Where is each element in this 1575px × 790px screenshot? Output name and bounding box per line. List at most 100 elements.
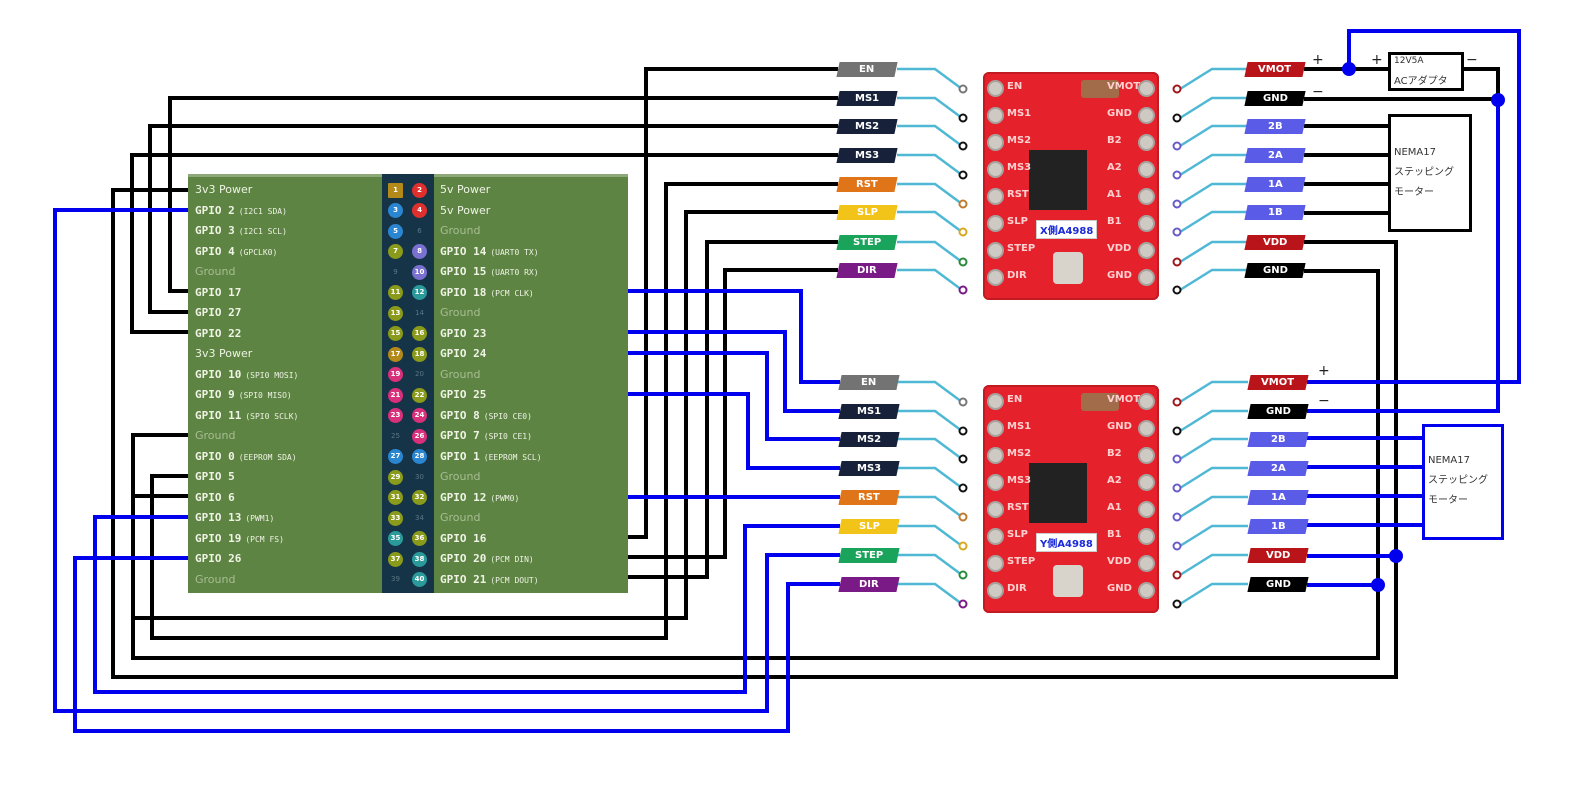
pin-ring bbox=[1172, 257, 1182, 267]
driver-x-pin-dir-tag: DIR bbox=[836, 263, 898, 278]
header-pin-32-label: GPIO 12(PWM0) bbox=[440, 488, 519, 508]
junction-dot bbox=[1491, 93, 1505, 107]
header-pin-12: 12 bbox=[412, 285, 427, 300]
wire-adapter-minus bbox=[1458, 67, 1500, 100]
pin-tag-text: 2A bbox=[1267, 150, 1283, 161]
current-potentiometer bbox=[1053, 252, 1083, 284]
pin-ring bbox=[958, 483, 968, 493]
pin-name: GPIO 16 bbox=[440, 531, 487, 545]
pin-function: (SPI0 SCLK) bbox=[245, 411, 299, 421]
motor-x-model: NEMA17 bbox=[1394, 147, 1436, 158]
wire-x-dir bbox=[553, 268, 838, 559]
breakout-line bbox=[897, 553, 963, 577]
x-vmot-plus-sign: + bbox=[1312, 52, 1324, 68]
header-pin-1-label: 3v3 Power bbox=[195, 180, 252, 200]
header-pin-18-label: GPIO 24 bbox=[440, 344, 486, 364]
driver-x-pin-ms2-tag: MS2 bbox=[836, 119, 898, 134]
pin-name: GPIO 20 bbox=[440, 552, 487, 565]
silkscreen-label: RST bbox=[1007, 189, 1029, 200]
wire-x-rst bbox=[150, 182, 838, 640]
pin-function: (SPI0 CE0) bbox=[483, 411, 532, 421]
pin-tag-text: 2B bbox=[1267, 121, 1283, 132]
header-pin-31-label: GPIO 6 bbox=[195, 488, 235, 508]
pin-tag-text: RST bbox=[858, 492, 880, 503]
wire-y-step bbox=[53, 208, 840, 713]
pin-name: GPIO 23 bbox=[440, 326, 487, 340]
driver-chip bbox=[1029, 463, 1087, 523]
pin-tag-text: EN bbox=[859, 64, 875, 75]
pin-name: GPIO 11 bbox=[195, 408, 242, 422]
driver-x-pin-2a-tag: 2A bbox=[1244, 148, 1306, 163]
header-pin-27: 27 bbox=[388, 449, 403, 464]
breakout-line bbox=[1179, 466, 1248, 490]
header-pin-4: 4 bbox=[412, 203, 427, 218]
breakout-line bbox=[897, 182, 963, 206]
board-pad-left bbox=[987, 582, 1004, 599]
breakout-line bbox=[1179, 182, 1248, 206]
pin-function: (PCM CLK) bbox=[490, 288, 534, 298]
pin-name: GPIO 27 bbox=[195, 306, 242, 319]
header-pin-26-label: GPIO 7(SPI0 CE1) bbox=[440, 426, 532, 446]
driver-x-pin-1a-tag: 1A bbox=[1244, 177, 1306, 192]
board-pad-right bbox=[1138, 269, 1155, 286]
driver-x-pin-vdd-tag: VDD bbox=[1244, 235, 1306, 250]
breakout-line bbox=[1179, 210, 1248, 234]
breakout-line bbox=[1179, 153, 1248, 177]
driver-y-pin-1b-tag: 1B bbox=[1247, 519, 1309, 534]
driver-y-pin-slp-tag: SLP bbox=[838, 519, 900, 534]
driver-x-pin-en-tag: EN bbox=[836, 62, 898, 77]
breakout-line bbox=[897, 409, 963, 433]
breakout-line bbox=[897, 524, 963, 548]
driver-y-pin-gnd-tag: GND bbox=[1247, 577, 1309, 592]
pin-ring bbox=[958, 227, 968, 237]
pin-tag-text: MS1 bbox=[856, 406, 882, 417]
pin-ring bbox=[958, 512, 968, 522]
silkscreen-label: MS3 bbox=[1007, 475, 1032, 486]
wire-x-slp bbox=[131, 210, 838, 620]
silkscreen-label: SLP bbox=[1007, 529, 1028, 540]
header-pin-20-label: Ground bbox=[440, 365, 480, 385]
breakout-line bbox=[897, 582, 963, 606]
pin-ring bbox=[1172, 141, 1182, 151]
pin-tag-text: 1A bbox=[1267, 179, 1283, 190]
x-gnd-minus-sign: − bbox=[1312, 84, 1324, 100]
header-pin-17-label: 3v3 Power bbox=[195, 344, 252, 364]
silkscreen-label: MS2 bbox=[1007, 135, 1032, 146]
header-pin-30: 30 bbox=[415, 472, 424, 481]
pin-name: GPIO 13 bbox=[195, 511, 242, 524]
pin-tag-text: 2A bbox=[1270, 463, 1286, 474]
header-pin-25-label: Ground bbox=[195, 426, 235, 446]
pin-ring bbox=[958, 285, 968, 295]
driver-y-pin-vdd-tag: VDD bbox=[1247, 548, 1309, 563]
pin-name: 3v3 Power bbox=[195, 183, 253, 196]
header-pin-17: 17 bbox=[388, 346, 403, 362]
wire-y-gnd-power bbox=[1307, 100, 1500, 413]
pin-tag-text: RST bbox=[856, 179, 878, 190]
pin-ring bbox=[958, 199, 968, 209]
breakout-line bbox=[897, 437, 963, 461]
header-pin-18: 18 bbox=[412, 346, 427, 362]
pin-ring bbox=[1172, 570, 1182, 580]
silkscreen-label: GND bbox=[1107, 583, 1132, 594]
pin-ring bbox=[1172, 199, 1182, 209]
header-pin-12-label: GPIO 18(PCM CLK) bbox=[440, 283, 534, 303]
wire-y-vmot bbox=[1307, 29, 1521, 384]
wire-x-vdd bbox=[111, 188, 1398, 679]
header-pin-30-label: Ground bbox=[440, 467, 480, 487]
pin-tag-text: MS3 bbox=[854, 150, 880, 161]
breakout-line bbox=[897, 495, 963, 519]
board-pad-right bbox=[1138, 528, 1155, 545]
silkscreen-label: GND bbox=[1107, 421, 1132, 432]
silkscreen-label: EN bbox=[1007, 394, 1023, 405]
silkscreen-label: STEP bbox=[1007, 243, 1036, 254]
driver-x-pin-vmot-tag: VMOT bbox=[1244, 62, 1306, 77]
board-pad-right bbox=[1138, 582, 1155, 599]
header-pin-15: 15 bbox=[388, 326, 403, 341]
header-pin-35-label: GPIO 19(PCM FS) bbox=[195, 529, 284, 549]
motor-x-box: NEMA17 ステッピング モーター bbox=[1388, 114, 1472, 232]
driver-y-pin-ms3-tag: MS3 bbox=[838, 461, 900, 476]
board-pad-left bbox=[987, 215, 1004, 232]
pin-ring bbox=[1172, 397, 1182, 407]
wire-x-ms2 bbox=[148, 124, 838, 314]
pin-ring bbox=[1172, 113, 1182, 123]
